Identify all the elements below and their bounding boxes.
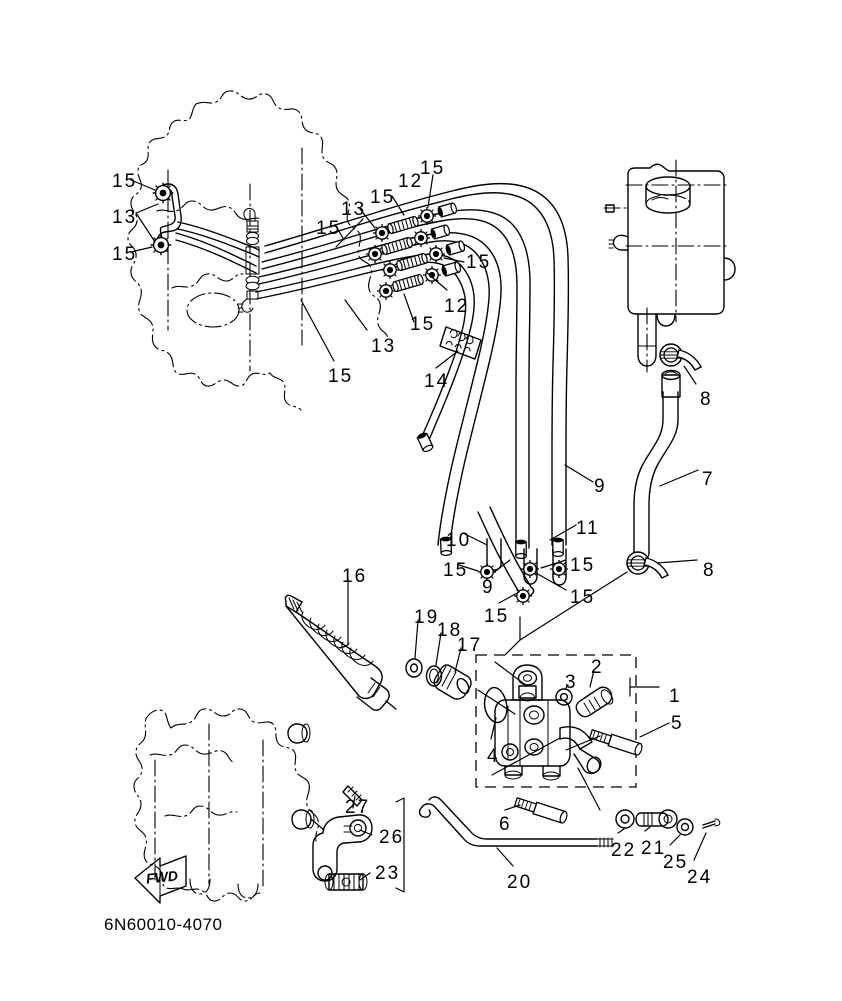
pump-control-lever-26 bbox=[312, 814, 373, 882]
callout-15: 15 bbox=[370, 187, 396, 208]
callout-27: 27 bbox=[345, 797, 371, 818]
oil-delivery-pipe-20 bbox=[418, 796, 614, 848]
clamp-15-c bbox=[520, 559, 540, 579]
callout-19: 19 bbox=[414, 607, 440, 628]
callout-15: 15 bbox=[112, 171, 138, 192]
hose-holder-14 bbox=[439, 326, 482, 360]
clamp-15-upper-left bbox=[151, 181, 175, 205]
pump-bolt-5 bbox=[588, 727, 644, 757]
callout-8: 8 bbox=[703, 560, 716, 581]
callout-26: 26 bbox=[379, 827, 405, 848]
oil-pump-drive-shaft-16 bbox=[284, 594, 397, 711]
callout-25: 25 bbox=[663, 852, 689, 873]
callout-15: 15 bbox=[420, 158, 446, 179]
oil-hose-bundle-13 bbox=[255, 182, 570, 549]
callout-15: 15 bbox=[410, 314, 436, 335]
callout-8: 8 bbox=[700, 389, 713, 410]
hose-clip-8-lower bbox=[626, 551, 669, 579]
pump-washer-3 bbox=[555, 688, 573, 706]
callout-12: 12 bbox=[444, 296, 470, 317]
callout-6: 6 bbox=[499, 814, 512, 835]
oil-pump-body bbox=[494, 664, 602, 781]
callout-1: 1 bbox=[669, 686, 682, 707]
callout-15: 15 bbox=[443, 560, 469, 581]
callout-15: 15 bbox=[112, 244, 138, 265]
lever-pin-27 bbox=[342, 785, 363, 807]
callout-14: 14 bbox=[424, 371, 450, 392]
clamp-15-b bbox=[513, 586, 533, 606]
callout-15: 15 bbox=[466, 252, 492, 273]
elbow-fittings bbox=[237, 207, 260, 313]
fwd-direction-marker bbox=[134, 855, 187, 904]
lower-engine-block-phantom bbox=[133, 708, 319, 902]
callout-10: 10 bbox=[446, 530, 472, 551]
callout-4: 4 bbox=[487, 746, 500, 767]
clamp-15-lower-left bbox=[149, 233, 173, 257]
callout-15: 15 bbox=[484, 606, 510, 627]
callout-9: 9 bbox=[594, 476, 607, 497]
oil-pump-assembly-boundary bbox=[475, 654, 637, 788]
oil-tank bbox=[603, 159, 736, 373]
callout-24: 24 bbox=[687, 867, 713, 888]
callout-20: 20 bbox=[507, 872, 533, 893]
callout-15: 15 bbox=[328, 366, 354, 387]
callout-9: 9 bbox=[482, 577, 495, 598]
callout-23: 23 bbox=[375, 863, 401, 884]
callout-15: 15 bbox=[316, 218, 342, 239]
callout-17: 17 bbox=[457, 635, 483, 656]
callout-22: 22 bbox=[611, 840, 637, 861]
callout-13: 13 bbox=[112, 207, 138, 228]
drive-shaft-hardware bbox=[405, 658, 472, 700]
callout-21: 21 bbox=[641, 838, 667, 859]
callout-13: 13 bbox=[341, 199, 367, 220]
callout-13: 13 bbox=[371, 336, 397, 357]
callout-12: 12 bbox=[398, 171, 424, 192]
left-oil-rail-13 bbox=[156, 183, 260, 274]
pump-bolt-6 bbox=[513, 795, 569, 825]
pump-bolt-2 bbox=[575, 686, 614, 718]
callout-2: 2 bbox=[591, 657, 604, 678]
callout-15: 15 bbox=[570, 555, 596, 576]
fwd-label: FWD bbox=[145, 867, 179, 887]
callout-3: 3 bbox=[565, 672, 578, 693]
oil-feed-hose-7 bbox=[633, 369, 681, 562]
callout-18: 18 bbox=[437, 620, 463, 641]
hose-clip-8-upper bbox=[659, 343, 702, 371]
callout-7: 7 bbox=[702, 469, 715, 490]
callout-15: 15 bbox=[570, 587, 596, 608]
control-rod-23 bbox=[324, 873, 368, 891]
callout-11: 11 bbox=[576, 518, 600, 539]
pump-gasket-4 bbox=[483, 686, 508, 724]
diagram-part-number: 6N60010-4070 bbox=[104, 915, 223, 934]
leader-lines bbox=[130, 174, 707, 893]
delivery-pipe-hardware bbox=[615, 809, 721, 836]
callout-16: 16 bbox=[342, 566, 368, 587]
callout-5: 5 bbox=[671, 713, 684, 734]
